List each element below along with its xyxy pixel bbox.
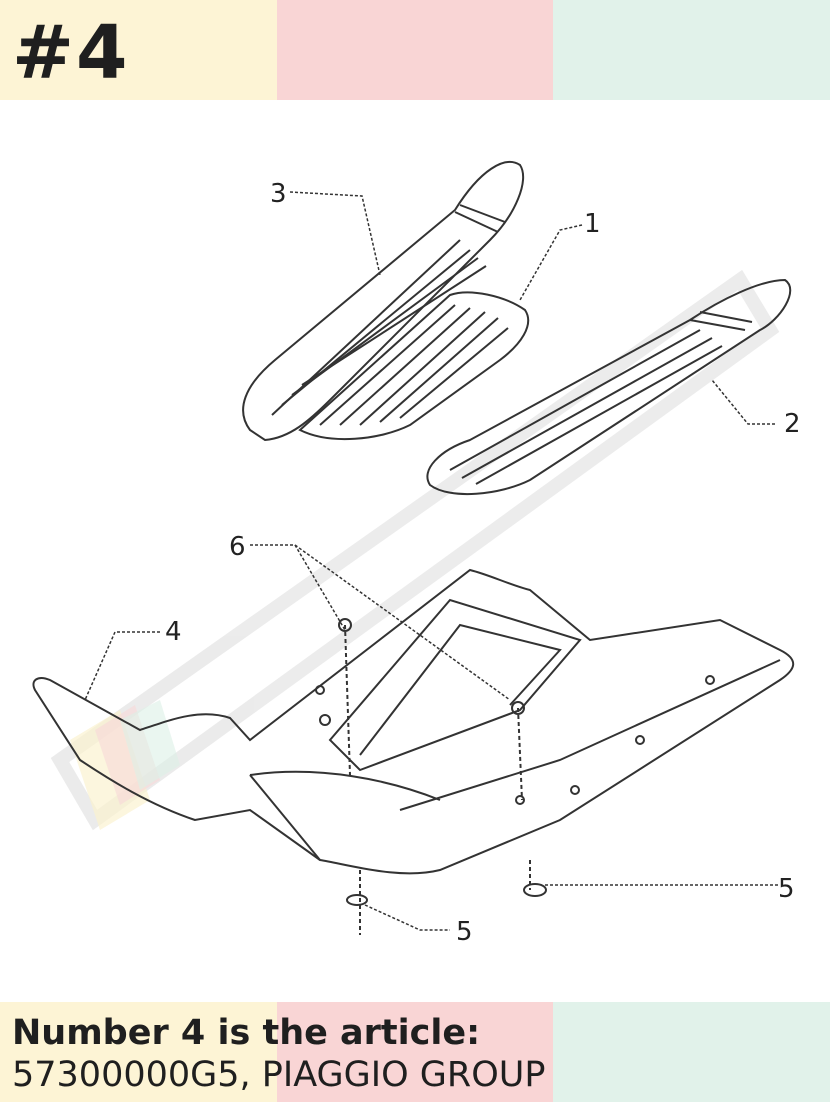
header-band-pink xyxy=(277,0,553,100)
exploded-parts-diagram: 1 2 3 4 5 5 6 xyxy=(32,161,801,947)
caption-article-code: 57300000G5, PIAGGIO GROUP xyxy=(12,1055,546,1095)
callout-5-right: 5 xyxy=(778,874,795,904)
callout-4: 4 xyxy=(165,617,182,647)
watermark-logo xyxy=(50,269,780,831)
caption-title: Number 4 is the article: xyxy=(12,1013,481,1053)
main-floorboard-part xyxy=(32,568,795,875)
left-floor-mat-part xyxy=(242,161,525,442)
right-floor-mat-part xyxy=(426,278,792,495)
header-color-band xyxy=(0,0,830,100)
header-band-yellow xyxy=(0,0,277,100)
callout-3: 3 xyxy=(270,179,287,209)
callout-5-bottom: 5 xyxy=(456,917,473,947)
callout-2: 2 xyxy=(784,409,801,439)
callout-leaders xyxy=(84,191,780,931)
screws-and-nuts xyxy=(338,618,547,935)
footer-band-mint xyxy=(553,1002,830,1102)
part-number-badge: #4 xyxy=(12,10,130,96)
footer-band-pink xyxy=(277,1002,553,1102)
footer-band-yellow xyxy=(0,1002,277,1102)
article-caption: Number 4 is the article: 57300000G5, PIA… xyxy=(12,1012,546,1096)
header-band-mint xyxy=(553,0,830,100)
callout-6: 6 xyxy=(229,532,246,562)
callout-1: 1 xyxy=(584,209,601,239)
center-grille-mat-part xyxy=(298,291,530,440)
footer-color-band xyxy=(0,1002,830,1102)
